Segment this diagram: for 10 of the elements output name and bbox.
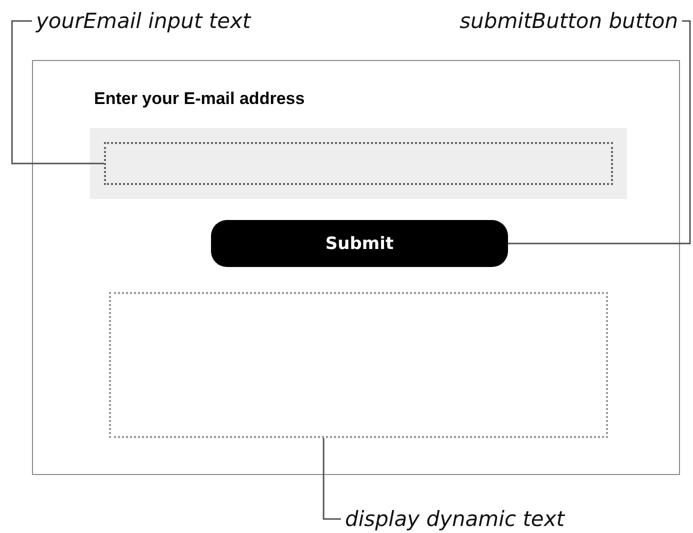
leader-line <box>508 20 691 244</box>
submit-button: Submit <box>211 220 508 267</box>
callout-label: yourEmail input text <box>36 8 251 34</box>
output-field <box>109 292 608 438</box>
callout-label: submitButton button <box>460 8 678 34</box>
form-panel <box>32 60 680 475</box>
field-heading: Enter your E-mail address <box>94 89 305 109</box>
callout-label: display dynamic text <box>345 506 565 532</box>
leader-line <box>11 20 104 164</box>
leader-line <box>322 438 341 520</box>
